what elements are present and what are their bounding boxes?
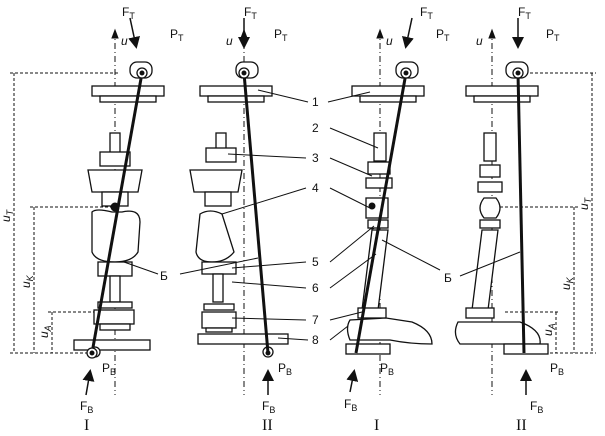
point-bottom-label-3: PB <box>380 361 394 377</box>
dim-knee-label: uK <box>19 274 35 288</box>
left-dimensions: uT uK uA <box>0 72 120 354</box>
axis-label-3: u <box>386 34 393 48</box>
line-b-label-2: Б <box>444 271 452 285</box>
callout-leaders <box>123 89 521 341</box>
force-bottom-label-4: FB <box>530 399 543 415</box>
force-top-label-3: FT <box>420 5 433 21</box>
axis-label-4: u <box>476 34 483 48</box>
view-2-side <box>189 18 289 395</box>
dim-total-label-right: uT <box>577 196 593 210</box>
force-top-label-1: FT <box>122 5 135 21</box>
point-top-label-4: PT <box>546 27 560 43</box>
view-3-front-foot <box>345 17 433 395</box>
point-top-label-1: PT <box>170 27 184 43</box>
callout-5: 5 <box>312 255 319 269</box>
callout-8: 8 <box>312 333 319 347</box>
view-label-2: II <box>262 417 273 434</box>
view-4-side-foot <box>454 18 549 395</box>
dim-knee-label-right: uK <box>559 276 575 290</box>
line-b-label-1: Б <box>160 269 168 283</box>
point-top-label-2: PT <box>274 27 288 43</box>
view-label-4: II <box>516 417 527 434</box>
force-bottom-label-1: FB <box>80 399 93 415</box>
view-1-front <box>73 17 165 396</box>
view-label-1: I <box>84 417 89 434</box>
callout-3: 3 <box>312 151 319 165</box>
callout-6: 6 <box>312 281 319 295</box>
callout-7: 7 <box>312 313 319 327</box>
axis-label-1: u <box>121 34 128 48</box>
dim-ankle-label: uA <box>37 325 53 338</box>
point-bottom-label-4: PB <box>550 361 564 377</box>
dim-ankle-label-right: uA <box>541 323 557 336</box>
view-label-3: I <box>374 417 379 434</box>
force-bottom-label-3: FB <box>344 397 357 413</box>
force-top-label-2: FT <box>244 5 257 21</box>
callout-1: 1 <box>312 95 319 109</box>
point-bottom-label-1: PB <box>102 361 116 377</box>
callout-4: 4 <box>312 181 319 195</box>
dim-total-label: uT <box>0 208 15 222</box>
force-top-label-4: FT <box>518 5 531 21</box>
callout-2: 2 <box>312 121 319 135</box>
axis-label-2: u <box>226 34 233 48</box>
right-dimensions: uT uK uA <box>500 72 596 354</box>
point-top-label-3: PT <box>436 27 450 43</box>
force-bottom-label-2: FB <box>262 399 275 415</box>
point-bottom-label-2: PB <box>278 361 292 377</box>
